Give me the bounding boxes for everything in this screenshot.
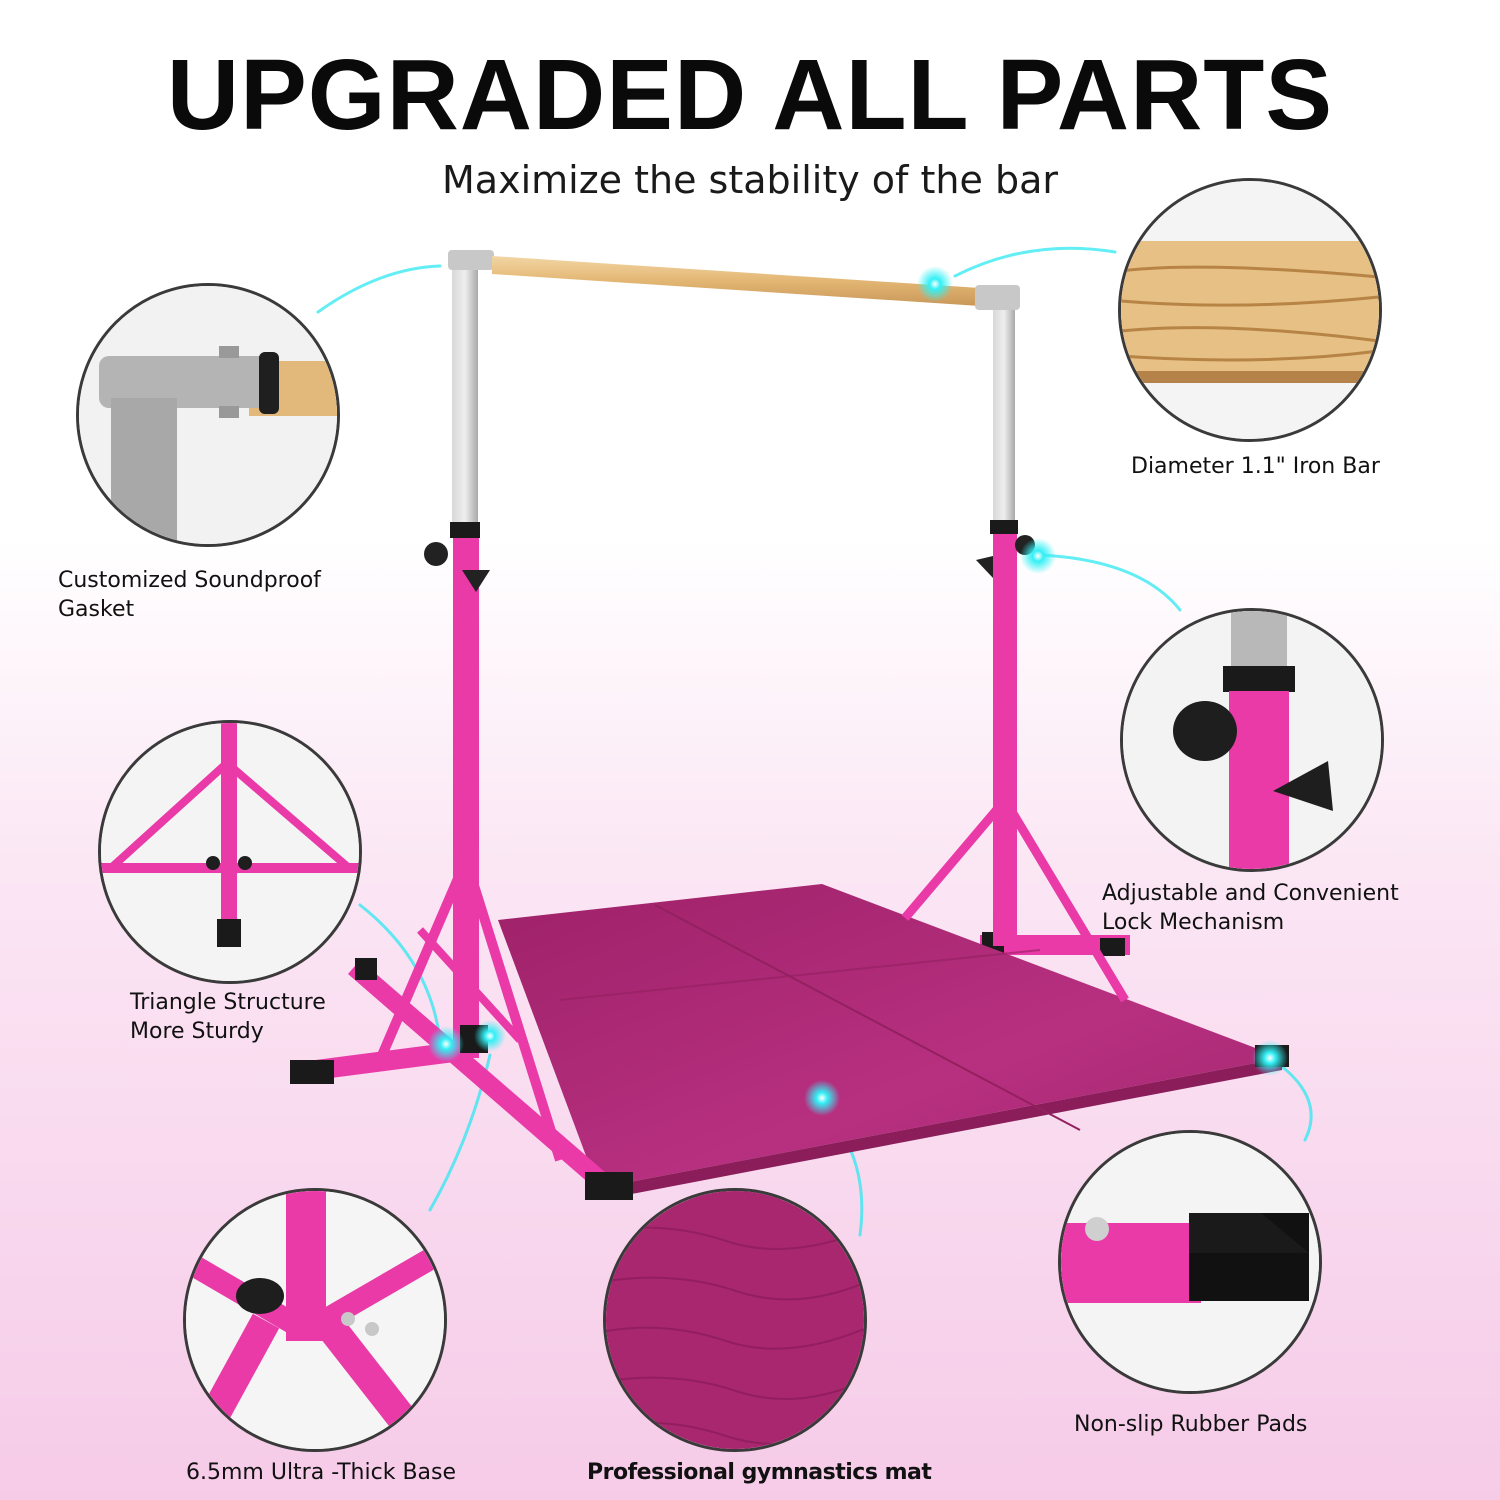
mat-closeup-circle (603, 1188, 867, 1452)
rubber-pad-closeup-icon (1061, 1133, 1319, 1391)
front-base (290, 858, 1289, 1200)
lock-knob-closeup-icon (1123, 611, 1381, 869)
gasket-label: Customized Soundproof Gasket (58, 568, 321, 622)
wood-bar-closeup-icon (1121, 181, 1379, 439)
pads-label: Non-slip Rubber Pads (1074, 1412, 1308, 1437)
base-label: 6.5mm Ultra -Thick Base (186, 1460, 457, 1485)
base-closeup-icon (186, 1191, 444, 1449)
right-upright (901, 303, 1129, 1003)
gasket-closeup-icon (79, 286, 337, 544)
pads-closeup-circle (1058, 1130, 1322, 1394)
triangle-closeup-circle (98, 720, 362, 984)
mat-label: Professional gymnastics mat (587, 1460, 932, 1485)
headline: UPGRADED ALL PARTS (166, 39, 1334, 151)
wooden-bar (448, 250, 1020, 310)
bar-closeup-circle (1118, 178, 1382, 442)
mat-texture-closeup-icon (606, 1191, 864, 1449)
triangle-frame-closeup-icon (101, 723, 359, 981)
gasket-closeup-circle (76, 283, 340, 547)
bar-label: Diameter 1.1" Iron Bar (1131, 454, 1380, 479)
highlight-points (428, 266, 1288, 1116)
subheadline: Maximize the stability of the bar (442, 158, 1058, 202)
triangle-label: Triangle Structure More Sturdy (130, 990, 326, 1044)
gymnastics-mat (498, 884, 1282, 1188)
base-closeup-circle (183, 1188, 447, 1452)
lock-label: Adjustable and Convenient Lock Mechanism (1102, 881, 1399, 935)
lock-closeup-circle (1120, 608, 1384, 872)
